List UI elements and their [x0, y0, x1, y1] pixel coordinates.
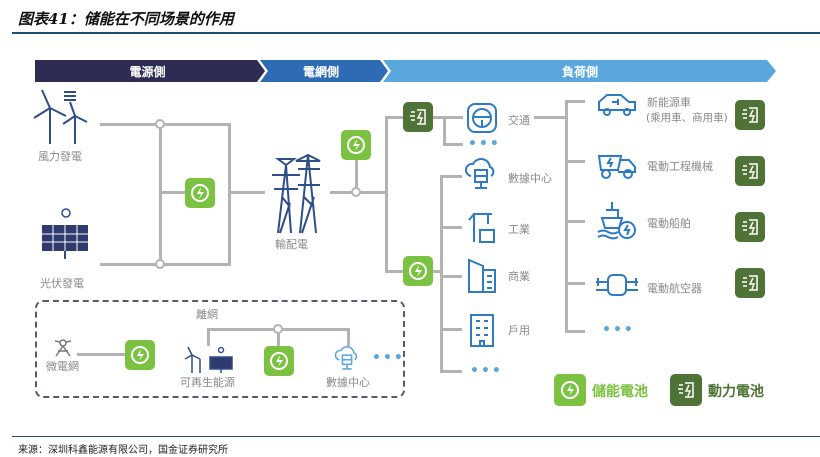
data-center-label: 數據中心: [508, 172, 552, 185]
connector-line: [385, 116, 405, 119]
data-center-icon: [464, 158, 497, 192]
electric-truck-icon: [596, 150, 638, 180]
connector-line: [443, 143, 463, 146]
storage-battery-icon: [185, 178, 215, 208]
connector-line: [443, 116, 446, 146]
banner-load-side: 負荷側: [561, 65, 598, 79]
solar-panel-icon: [38, 205, 93, 260]
commerce-label: 商業: [508, 270, 530, 283]
electric-ship-icon: [596, 200, 638, 242]
connector-line: [385, 116, 388, 273]
transmission-label: 輸配電: [275, 238, 308, 251]
electric-car-icon: [596, 92, 638, 118]
power-battery-icon: [735, 268, 765, 298]
power-battery-icon: [735, 156, 765, 186]
footer-rule: [12, 436, 820, 437]
stage-banner: [35, 60, 776, 82]
ship-label: 電動船舶: [647, 217, 691, 230]
more-ellipsis: •••: [468, 136, 501, 152]
storage-battery-icon: [125, 340, 155, 370]
connector-line: [440, 275, 462, 278]
connector-line: [159, 125, 162, 265]
wind-power-label: 風力發電: [38, 150, 82, 163]
renewable-label: 可再生能源: [180, 376, 235, 389]
connector-line: [347, 328, 350, 346]
offgrid-data-center-label: 數據中心: [326, 376, 370, 389]
data-center-icon: [334, 346, 360, 372]
connector-line: [277, 330, 280, 346]
traffic-label: 交通: [508, 114, 530, 127]
industry-crane-icon: [466, 210, 496, 244]
power-battery-icon: [735, 100, 765, 130]
connector-line: [228, 123, 231, 266]
connector-line: [230, 191, 265, 194]
connector-line: [433, 270, 443, 273]
connector-line: [100, 123, 230, 126]
connector-line: [565, 100, 585, 103]
ev-label-line2: (乘用車、商用車): [646, 112, 728, 124]
industry-label: 工業: [508, 223, 530, 236]
connector-line: [565, 100, 568, 332]
banner-source-side: 電源側: [129, 65, 166, 79]
legend-power-label: 動力電池: [708, 384, 764, 400]
connector-line: [565, 220, 585, 223]
more-ellipsis: •••: [372, 350, 405, 366]
aircraft-label: 電動航空器: [647, 282, 702, 295]
title-rule: [12, 32, 820, 34]
electric-aircraft-icon: [594, 272, 640, 298]
storage-battery-icon: [264, 346, 294, 376]
offgrid-box: [35, 300, 405, 398]
storage-battery-icon: [341, 130, 371, 160]
connector-line: [100, 263, 230, 266]
connector-line: [534, 116, 566, 119]
solar-power-label: 光伏發電: [40, 277, 84, 290]
connector-line: [355, 160, 358, 192]
machinery-label: 電動工程機械: [647, 160, 713, 173]
connector-line: [565, 282, 585, 285]
connector-line: [433, 116, 463, 119]
legend-storage-battery-icon: [554, 374, 586, 406]
more-ellipsis: •••: [470, 363, 503, 379]
connector-line: [440, 370, 462, 373]
household-label: 戶用: [508, 324, 530, 337]
connector-line: [77, 353, 127, 356]
microgrid-label: 微電網: [46, 360, 79, 373]
connector-line: [160, 191, 185, 194]
junction-node: [155, 119, 165, 129]
power-battery-icon: [735, 212, 765, 242]
connector-line: [440, 328, 462, 331]
connector-line: [440, 175, 462, 178]
legend-power-battery-icon: [670, 374, 702, 406]
banner-grid-side: 電網側: [302, 65, 339, 79]
microgrid-icon: [52, 337, 74, 357]
legend-storage-label: 儲能電池: [592, 384, 648, 400]
ev-label-line1: 新能源車: [647, 96, 691, 109]
wind-turbine-icon: [30, 88, 95, 146]
transmission-tower-icon: [258, 145, 330, 235]
storage-battery-icon: [403, 256, 433, 286]
household-building-icon: [468, 312, 496, 348]
junction-node: [155, 259, 165, 269]
more-ellipsis: •••: [602, 322, 635, 338]
junction-node: [351, 187, 361, 197]
figure-title: 图表41：储能在不同场景的作用: [18, 10, 234, 28]
source-note: 来源：深圳科鑫能源有限公司，国金证券研究所: [18, 445, 228, 456]
connector-line: [207, 328, 210, 346]
steering-wheel-icon: [466, 102, 498, 134]
renewable-energy-icon: [184, 345, 234, 373]
offgrid-label: 離網: [196, 308, 218, 321]
connector-line: [565, 160, 585, 163]
connector-line: [440, 175, 443, 373]
connector-line: [385, 270, 405, 273]
junction-node: [273, 324, 283, 334]
connector-line: [440, 226, 462, 229]
connector-line: [565, 330, 585, 333]
power-battery-icon: [403, 102, 433, 132]
commercial-building-icon: [466, 256, 498, 294]
